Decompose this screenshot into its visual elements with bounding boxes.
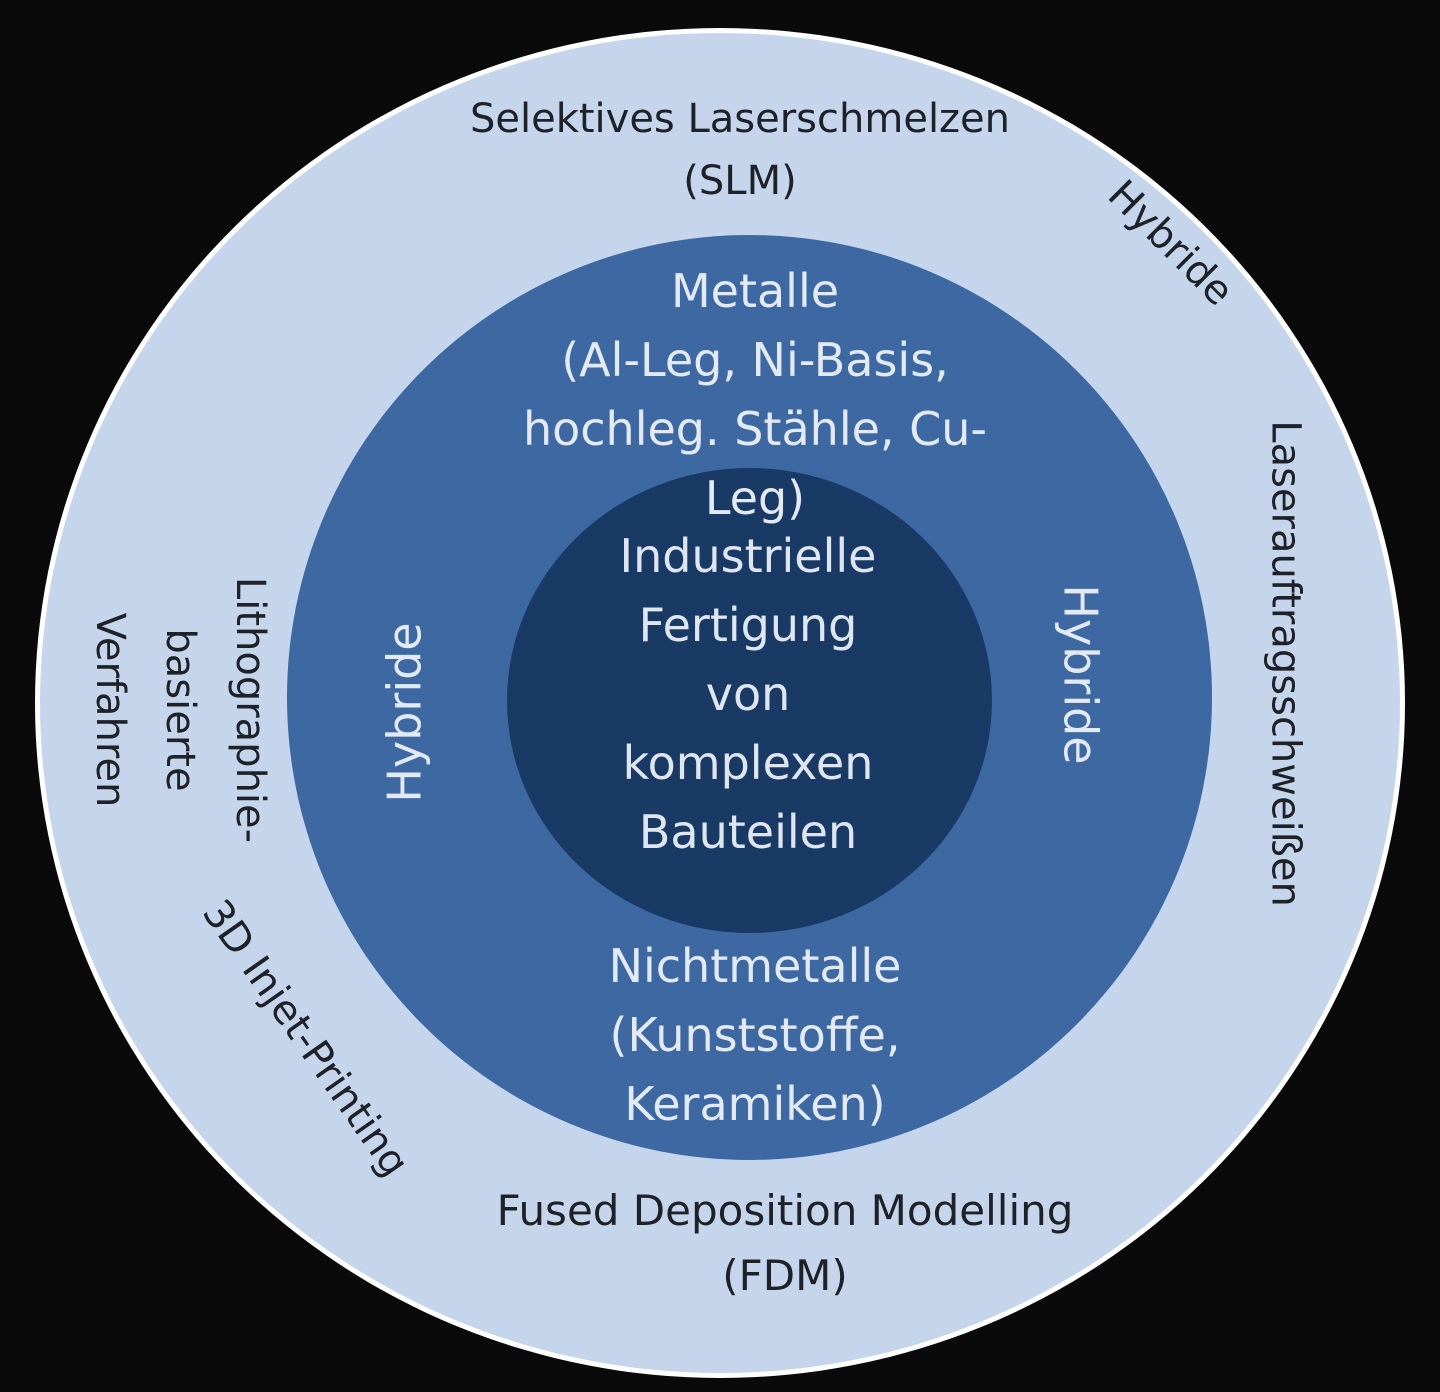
inner-core [507,468,992,933]
label-core: Industrielle Fertigung von komplexen Bau… [619,529,877,859]
label-fdm: Fused Deposition Modelling (FDM) [496,1186,1074,1301]
label-laserauftragsschweissen: Laserauftragsschweißen [1262,420,1309,907]
label-slm: Selektives Laserschmelzen (SLM) [469,96,1011,204]
label-lithographie: Lithographie- basierte Verfahren [87,576,273,844]
label-hybride-right: Hybride [1053,584,1108,765]
label-hybride-left: Hybride [377,622,432,803]
label-nichtmetalle: Nichtmetalle (Kunststoffe, Keramiken) [608,939,902,1131]
label-metalle: Metalle (Al-Leg, Ni-Basis, hochleg. Stäh… [522,264,988,525]
